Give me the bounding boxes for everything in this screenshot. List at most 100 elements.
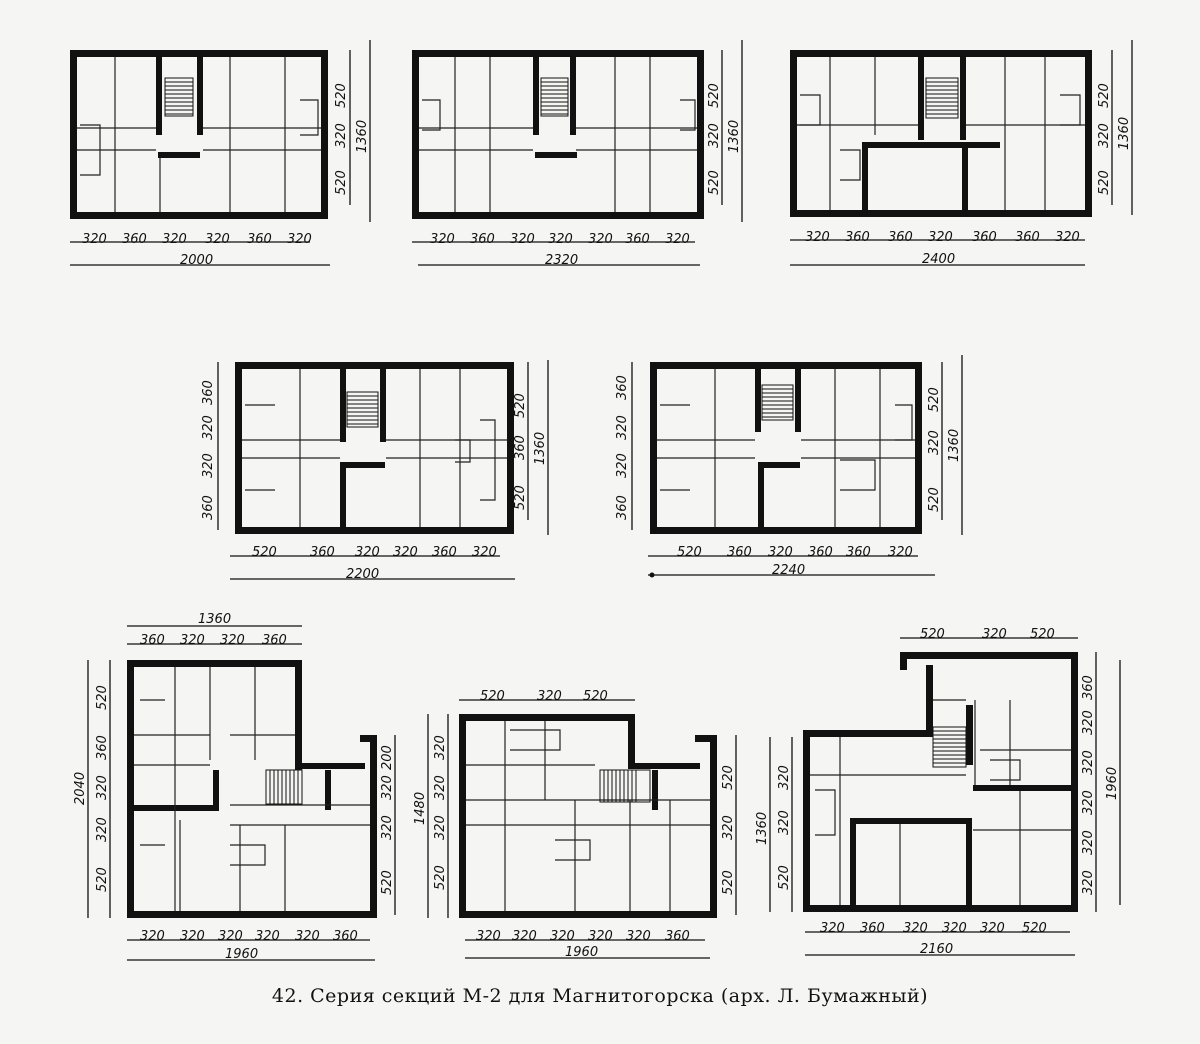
- dim-label: 320: [1081, 870, 1096, 895]
- dim-label: 520: [334, 83, 349, 108]
- dim-label: 520: [677, 545, 702, 560]
- dim-label: 520: [95, 685, 110, 710]
- dim-label: 320: [220, 633, 245, 648]
- dim-label: 320: [433, 775, 448, 800]
- staircase-4: [346, 391, 379, 428]
- dim-label: 320: [928, 230, 953, 245]
- dim-label: 320: [615, 415, 630, 440]
- total-width-label: 2400: [922, 252, 955, 267]
- dim-label: 360: [310, 545, 335, 560]
- dim-label: 320: [295, 929, 320, 944]
- dim-label: 320: [626, 929, 651, 944]
- left-total-label: 1480: [413, 792, 428, 825]
- total-depth-label: 1360: [947, 429, 962, 462]
- plan-7-left-dims: 1480 320 320 320 520: [413, 714, 449, 918]
- dim-label: 320: [903, 921, 928, 936]
- dim-label: 360: [615, 495, 630, 520]
- dim-label: 520: [707, 83, 722, 108]
- dim-label: 320: [205, 232, 230, 247]
- dim-label: 520: [380, 870, 395, 895]
- dim-label: 320: [180, 929, 205, 944]
- staircase-6: [265, 769, 303, 805]
- floor-plan-8: [803, 652, 1078, 912]
- plan-4-right-dims: 520 360 520 1360: [513, 360, 549, 535]
- plan-1-right-dims: 520 320 520 1360: [334, 40, 371, 222]
- dim-label: 520: [480, 689, 505, 704]
- plan-6-right-dims: 200 320 320 520: [380, 735, 396, 915]
- plan-7-bottom-dims: 320 320 320 320 320 360 1960: [465, 929, 710, 960]
- dim-label: 360: [333, 929, 358, 944]
- dim-label: 320: [982, 627, 1007, 642]
- dim-label: 520: [1097, 170, 1112, 195]
- dim-label: 320: [820, 921, 845, 936]
- dim-label: 320: [334, 123, 349, 148]
- right-total-label: 1960: [1105, 767, 1120, 800]
- dim-label: 320: [433, 735, 448, 760]
- dim-label: 200: [380, 745, 395, 770]
- plan-6-top-dims: 1360 360 320 320 360: [127, 612, 302, 648]
- dim-label: 320: [512, 929, 537, 944]
- dim-label: 320: [707, 123, 722, 148]
- dim-label: 520: [513, 393, 528, 418]
- staircase-8: [932, 726, 967, 768]
- plan-6-left-dims: 2040 520 360 320 320 520: [73, 660, 111, 918]
- dim-label: 520: [95, 867, 110, 892]
- floor-plan-4: [235, 362, 514, 534]
- dim-label: 520: [583, 689, 608, 704]
- dim-label: 360: [846, 545, 871, 560]
- dim-label: 320: [768, 545, 793, 560]
- plan-6-bottom-dims: 320 320 320 320 320 360 1960: [127, 929, 375, 962]
- dim-label: 320: [548, 232, 573, 247]
- floor-plan-2: [412, 50, 704, 219]
- plan-8-left-dims: 1360 320 320 520: [755, 737, 793, 912]
- dim-label: 360: [140, 633, 165, 648]
- dim-label: 320: [95, 817, 110, 842]
- left-total-label: 1360: [755, 812, 770, 845]
- total-width-label: 1960: [565, 945, 598, 960]
- staircase-7: [599, 769, 651, 803]
- dim-label: 360: [615, 375, 630, 400]
- plan-2-right-dims: 520 320 520 1360: [707, 40, 743, 222]
- dim-label: 320: [588, 232, 613, 247]
- top-total-label: 1360: [198, 612, 231, 627]
- floor-plan-5: [650, 362, 922, 534]
- dim-label: 360: [470, 232, 495, 247]
- total-width-label: 2000: [180, 253, 213, 268]
- dim-label: 320: [433, 815, 448, 840]
- dim-label: 320: [550, 929, 575, 944]
- dim-label: 320: [95, 775, 110, 800]
- dim-label: 520: [927, 387, 942, 412]
- dim-label: 360: [972, 230, 997, 245]
- dim-label: 520: [252, 545, 277, 560]
- plan-3-bottom-dims: 320 360 360 320 360 360 320 2400: [790, 230, 1085, 267]
- plan-8-bottom-dims: 320 360 320 320 320 520 2160: [805, 921, 1075, 957]
- plan-5-left-dims: 360 320 320 360: [615, 362, 633, 530]
- dim-label: 360: [201, 495, 216, 520]
- plan-8-top-dims: 520 320 520: [900, 627, 1078, 642]
- dim-label: 360: [888, 230, 913, 245]
- left-total-label: 2040: [73, 772, 88, 805]
- dim-label: 320: [1081, 710, 1096, 735]
- dim-label: 520: [433, 865, 448, 890]
- dim-label: 360: [247, 232, 272, 247]
- total-width-label: 1960: [225, 947, 258, 962]
- dim-label: 320: [1081, 790, 1096, 815]
- dim-label: 320: [615, 453, 630, 478]
- total-depth-label: 1360: [1117, 117, 1132, 150]
- dim-label: 360: [95, 735, 110, 760]
- dim-label: 520: [1097, 83, 1112, 108]
- dim-label: 320: [476, 929, 501, 944]
- dim-label: 320: [355, 545, 380, 560]
- dim-label: 320: [393, 545, 418, 560]
- plan-4-bottom-dims: 520 360 320 320 360 320 2200: [230, 545, 515, 582]
- dim-label: 320: [201, 453, 216, 478]
- dim-label: 360: [262, 633, 287, 648]
- dim-label: 360: [845, 230, 870, 245]
- dim-label: 360: [201, 380, 216, 405]
- dim-label: 320: [140, 929, 165, 944]
- staircase-2: [540, 77, 569, 117]
- plan-1-bottom-dims: 320 360 320 320 360 320 2000: [70, 232, 330, 268]
- dim-label: 520: [334, 170, 349, 195]
- dim-label: 320: [888, 545, 913, 560]
- dim-label: 320: [380, 775, 395, 800]
